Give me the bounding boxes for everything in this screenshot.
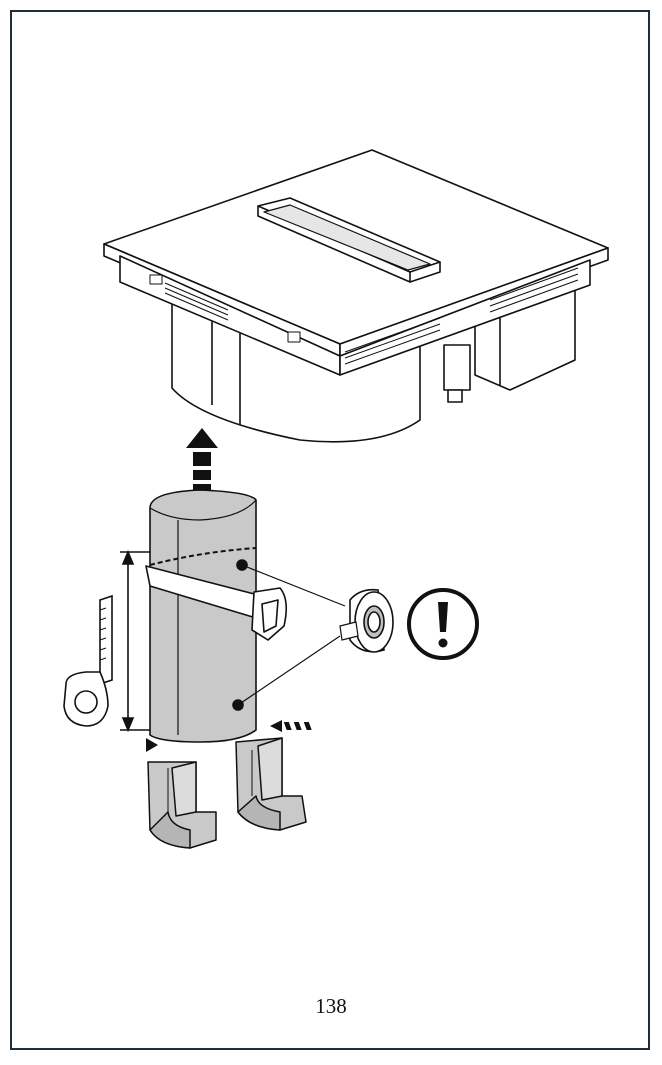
warning-exclamation-icon: [407, 588, 479, 660]
saw-icon: [145, 565, 288, 641]
adhesive-tape-icon: [339, 588, 394, 653]
assembly-arrow-left: [146, 738, 158, 752]
duct-elbow-right: [235, 737, 307, 831]
tape-measure-icon: [63, 594, 113, 727]
page-number: 138: [315, 994, 347, 1018]
duct-elbow-left: [147, 761, 217, 849]
leader-lines: [237, 564, 346, 706]
hob-extractor-unit: [103, 149, 609, 443]
duct-section: [149, 489, 257, 743]
measurement-arrow: [120, 549, 150, 733]
assembly-arrow-right: [270, 720, 312, 732]
